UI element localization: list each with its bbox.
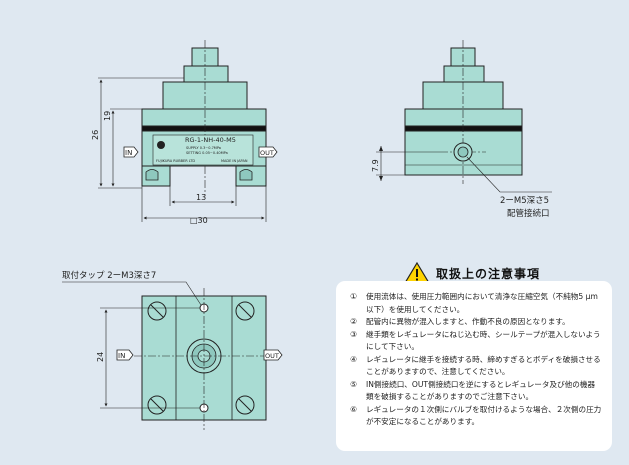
notice-title: 取扱上の注意事項	[436, 266, 541, 281]
side-view: 7.9 2ーM5深さ5 配管接続口	[371, 40, 552, 219]
dim-width: □30	[190, 216, 208, 225]
plate-supply: SUPPLY 0.3~0.7MPa	[186, 146, 221, 150]
front-view: RG-1-NH-40-M5 SUPPLY 0.3~0.7MPa SETTING …	[91, 40, 278, 225]
dim-hole-spacing: 24	[96, 352, 105, 362]
front-out-port: OUT	[258, 146, 278, 158]
front-out-label: OUT	[260, 149, 274, 157]
dim-foot-spacing: 13	[196, 193, 206, 202]
plate-made-in: MADE IN JAPAN	[221, 159, 248, 163]
dim-overall-height: 26	[91, 130, 100, 140]
top-in-port: IN	[116, 349, 134, 361]
front-in-label: IN	[125, 149, 132, 157]
dim-body-height: 19	[103, 111, 112, 121]
top-view: IN OUT 取付タップ 2ーM3深さ7 24	[62, 270, 283, 430]
top-out-port: OUT	[263, 349, 283, 361]
plate-setting: SETTING 0.05~0.40MPa	[186, 151, 228, 155]
front-in-port: IN	[123, 146, 139, 158]
plate-maker: FUJIKURA RUBBER LTD	[156, 159, 195, 163]
port-note-size: 2ーM5深さ5	[500, 196, 549, 206]
plate-model: RG-1-NH-40-M5	[185, 136, 236, 144]
top-in-label: IN	[118, 352, 125, 360]
mount-tap-note: 取付タップ 2ーM3深さ7	[62, 270, 156, 281]
dim-port-height: 7.9	[371, 159, 380, 172]
port-note-desc: 配管接続口	[507, 208, 550, 219]
maker-logo-icon	[157, 141, 165, 149]
top-out-label: OUT	[265, 352, 279, 360]
